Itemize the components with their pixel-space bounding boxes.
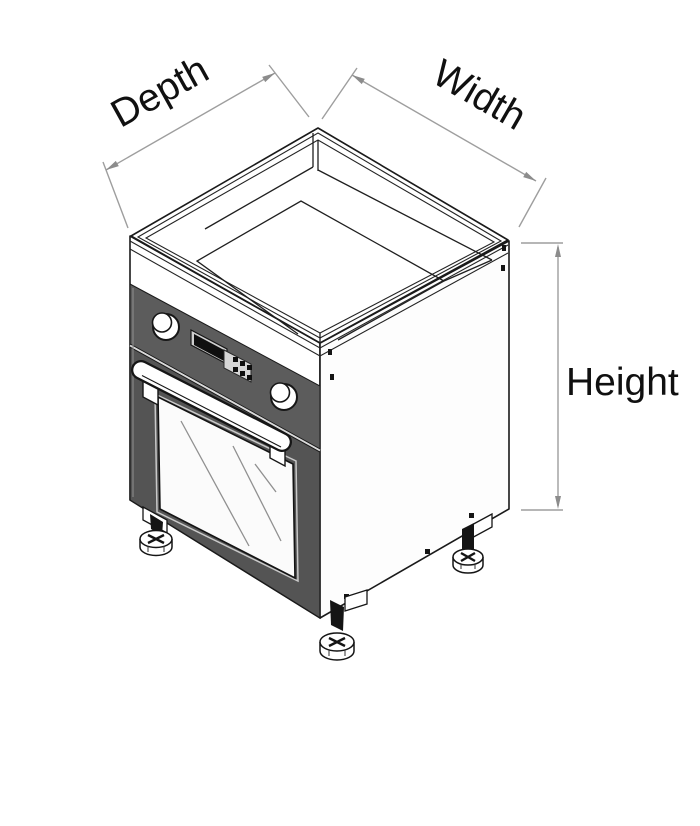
adjustable-foot-front-right <box>319 589 368 661</box>
foot-grip-marks <box>147 533 165 545</box>
height-label: Height <box>566 361 679 404</box>
panel-door-separation <box>129 344 321 452</box>
rim-fascia-line-1 <box>129 240 509 349</box>
interior-back-left-wall-edge <box>204 166 314 230</box>
rim-inner-edge-1 <box>136 132 503 339</box>
height-extension-ticks <box>521 242 563 511</box>
foot-stem <box>330 600 344 631</box>
foot-bracket <box>344 589 368 612</box>
foot-grip-marks <box>328 636 346 648</box>
depth-label: Depth <box>104 48 216 136</box>
width-extension-lines <box>321 67 547 228</box>
keypad-buttons <box>233 357 252 380</box>
width-arrow-right <box>523 171 536 181</box>
depth-extension-lines <box>102 64 310 229</box>
door-window-bevel <box>154 392 299 583</box>
cabinet-interior <box>195 133 493 343</box>
glass-reflection-lines <box>180 420 282 547</box>
oven-door-handle <box>131 360 292 468</box>
rim-inner-edge-2 <box>144 139 496 334</box>
foot-seam-lines <box>147 546 165 552</box>
width-arrow-left <box>352 75 365 85</box>
handle-bar <box>133 362 290 450</box>
oven-knob-right <box>269 382 298 411</box>
width-dimension-line <box>351 74 537 182</box>
cabinet-top-rim <box>130 127 509 344</box>
interior-back-corner-post <box>312 133 319 171</box>
depth-dimension-line <box>105 72 276 171</box>
interior-floor-outline <box>195 200 493 341</box>
depth-arrow-left <box>106 160 119 170</box>
adjustable-foot-front-left <box>139 505 173 557</box>
height-arrow-top <box>555 244 561 257</box>
oven-display <box>190 329 252 383</box>
oven <box>129 283 321 620</box>
foot-stem <box>462 523 474 554</box>
height-arrow-bottom <box>555 496 561 509</box>
display-screen <box>194 334 224 361</box>
dimension-arrowheads <box>106 73 561 509</box>
handle-bar-bevel <box>141 375 282 448</box>
oven-knob-left <box>151 312 180 341</box>
foot-grip-marks <box>460 551 476 563</box>
dimension-lines <box>102 64 563 511</box>
adjustable-foot-right-rear <box>452 512 493 574</box>
depth-arrow-right <box>262 73 275 83</box>
width-label: Width <box>425 52 533 139</box>
foot-seam-lines <box>460 564 476 569</box>
cabinet-rim-detail <box>129 132 509 357</box>
interior-back-right-wall-edge <box>317 169 493 261</box>
rim-fascia-line-2 <box>129 248 509 357</box>
foot-seam-lines <box>328 650 346 656</box>
